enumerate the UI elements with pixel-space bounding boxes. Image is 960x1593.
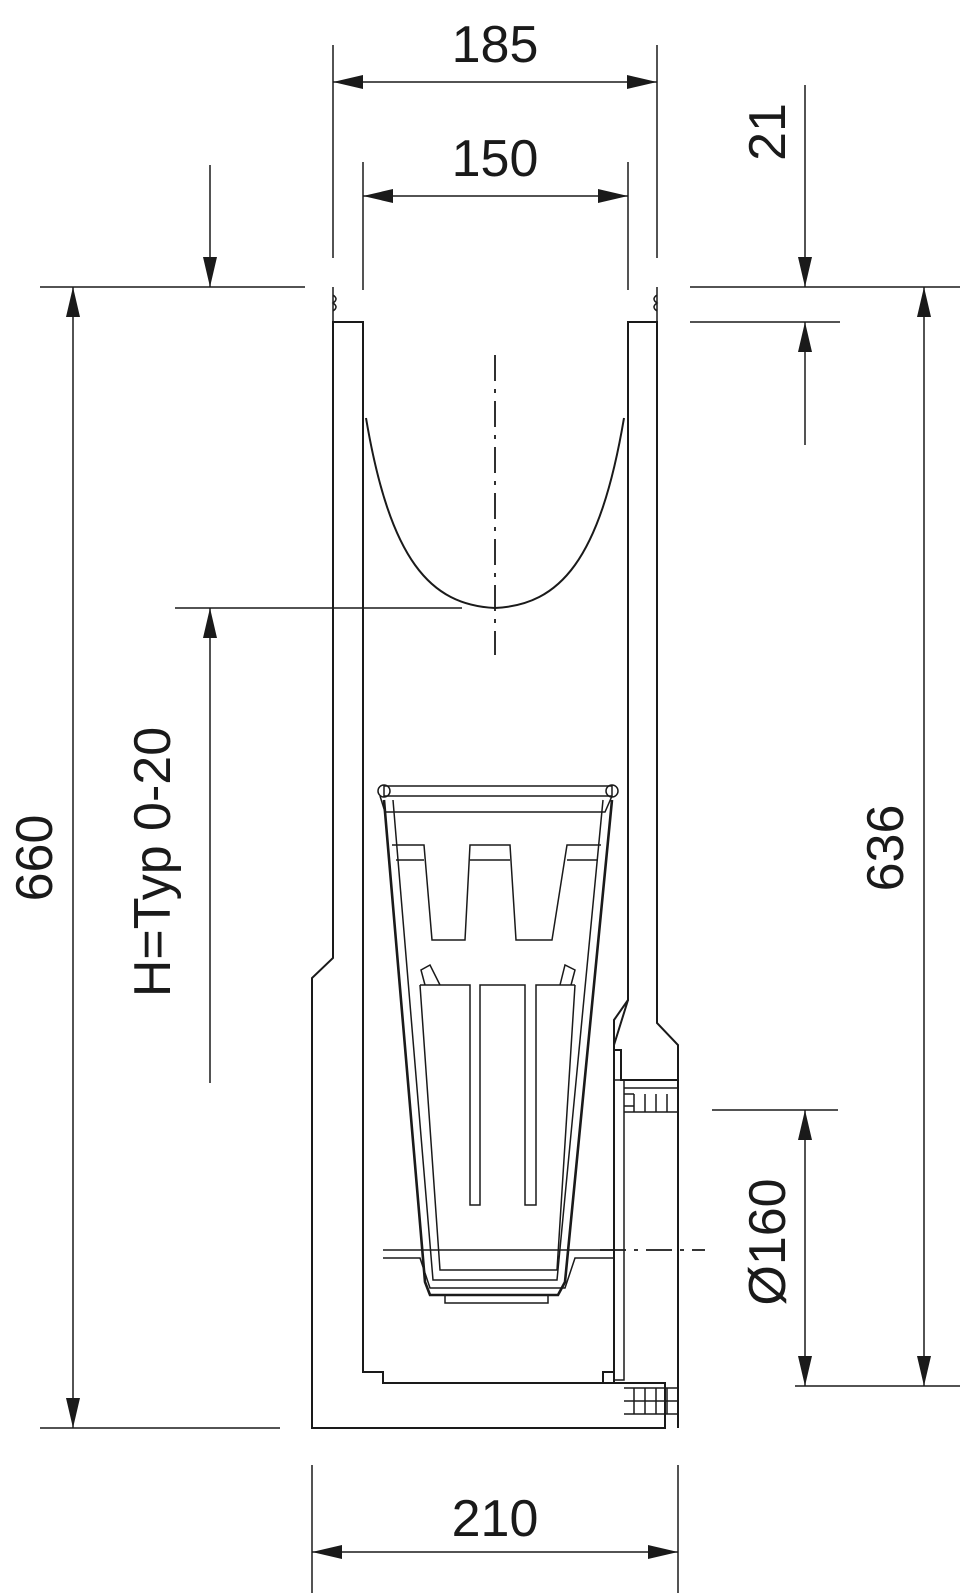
dim-inner-height: 636 (795, 287, 960, 1387)
sediment-bucket (377, 784, 619, 1304)
dim-185-label: 185 (452, 16, 539, 74)
rim-left (331, 287, 337, 322)
dim-top-inner-width: 150 (362, 130, 629, 290)
dim-height-type-label: H=Typ 0-20 (124, 727, 182, 997)
dim-21-label: 21 (739, 103, 797, 161)
dim-top-outer-width: 185 (332, 16, 658, 258)
dim-overall-height: 660 (6, 286, 305, 1429)
dim-210-label: 210 (452, 1490, 539, 1548)
channel-inner-outline (362, 322, 629, 1384)
channel-body-section (311, 287, 679, 1429)
dim-pipe-diameter: Ø160 (712, 1109, 838, 1386)
dim-diameter-label: Ø160 (739, 1178, 797, 1305)
dim-660-label: 660 (6, 815, 64, 902)
dim-rim: 21 (690, 85, 960, 445)
dim-bottom-width: 210 (311, 1465, 679, 1593)
dim-636-label: 636 (857, 805, 915, 892)
dim-height-type: H=Typ 0-20 (124, 165, 462, 1083)
dim-150-label: 150 (452, 130, 539, 188)
pipe-socket (613, 1079, 679, 1428)
left-wall (311, 321, 666, 1429)
rim-right (653, 287, 659, 322)
